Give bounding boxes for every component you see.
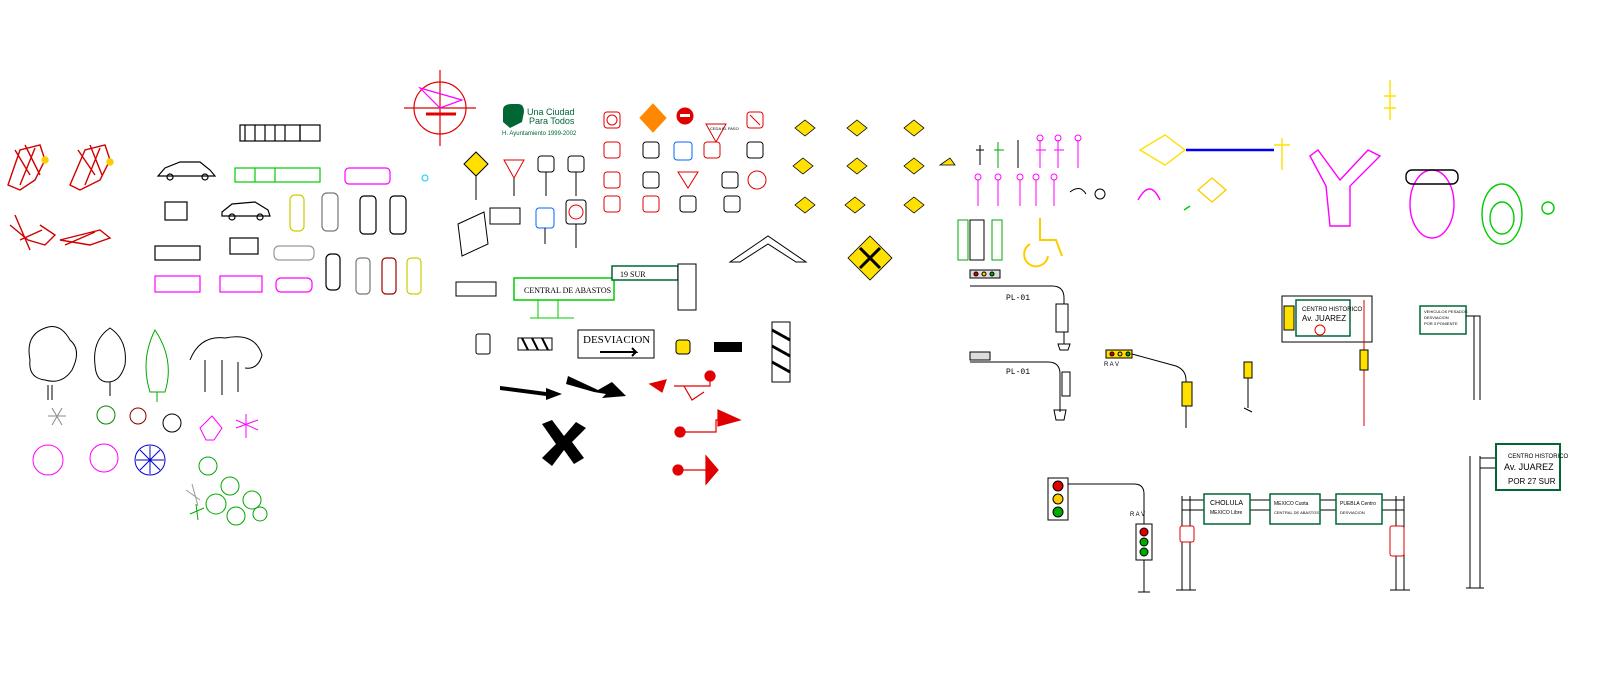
- bicycle-sketches: [7, 144, 114, 251]
- heavy-line1: VEHICULOS PESADOS: [1424, 309, 1468, 314]
- small-cyan-symbol: [421, 174, 429, 182]
- centro-historico-sign-right: CENTRO HISTORICO Av. JUAREZ POR 27 SUR: [1466, 443, 1569, 589]
- logo-line1: Una Ciudad: [527, 107, 575, 117]
- overhead-panel2-line1: MEXICO Cuota: [1274, 501, 1309, 507]
- traffic-pole-pedestrian: [1243, 361, 1253, 413]
- overhead-panel3-line2: DESVIACION: [1340, 510, 1365, 515]
- ceda-paso-label: CEDA EL PASO: [710, 126, 739, 131]
- fixture-symbols: [1137, 80, 1555, 245]
- city-logo: Una Ciudad Para Todos H. Ayuntamiento 19…: [502, 104, 577, 137]
- heavy-vehicle-sign: VEHICULOS PESADOS DESVIACION POR 3 PONIE…: [1419, 305, 1481, 400]
- overhead-gantry: [1176, 493, 1410, 591]
- logo-line2: Para Todos: [529, 116, 575, 126]
- overhead-panel1-line1: CHOLULA: [1210, 500, 1243, 507]
- pl01-a-label: PL-01: [1006, 294, 1030, 303]
- rav-small-label: R A V: [1104, 362, 1119, 368]
- centro-historico-sign-mid: CENTRO HISTORICO Av. JUAREZ: [1281, 295, 1373, 426]
- chevron-arrow-icon: [728, 235, 808, 263]
- desviacion-label: DESVIACION: [583, 334, 650, 346]
- right-sign-line1: CENTRO HISTORICO: [1508, 454, 1569, 460]
- right-sign-line3: POR 27 SUR: [1508, 477, 1556, 486]
- overhead-panel1-line2: MEXICO Libre: [1210, 510, 1242, 516]
- warning-signs: [792, 119, 956, 281]
- heavy-line2: DESVIACION: [1424, 315, 1449, 320]
- parking-meter: [969, 219, 985, 261]
- right-sign-line2: Av. JUAREZ: [1504, 462, 1554, 472]
- mid-sign-line2: Av. JUAREZ: [1302, 314, 1346, 323]
- green-small-sign: [957, 219, 1003, 261]
- pl01-b-label: PL-01: [1006, 368, 1030, 377]
- vehicle-blocks: [154, 124, 422, 295]
- regulatory-signs: CEDA EL PASO: [603, 103, 767, 213]
- directional-signs: CENTRAL DE ABASTOS 19 SUR DESVIACION: [455, 151, 791, 383]
- people-figures: [974, 134, 1106, 206]
- traffic-pole-rav-tall: [1047, 477, 1153, 593]
- overhead-panel3-line1: PUEBLA Centro: [1340, 501, 1376, 507]
- central-abastos-label: CENTRAL DE ABASTOS: [524, 286, 611, 295]
- traffic-pole-pl01-a: [969, 269, 1071, 351]
- logo-line3: H. Ayuntamiento 1999-2002: [502, 131, 577, 137]
- red-route-arrows: [648, 370, 742, 486]
- tree-blocks: [28, 326, 268, 526]
- mid-sign-line1: CENTRO HISTORICO: [1302, 307, 1363, 313]
- overhead-panel2-line2: CENTRAL DE ABASTOS: [1274, 510, 1319, 515]
- traffic-pole-rav-small: [1105, 349, 1193, 428]
- rav-tall-label: R A V: [1130, 512, 1145, 518]
- pavement-arrows: [500, 376, 626, 466]
- north-arrow: [404, 70, 476, 146]
- sur-19-label: 19 SUR: [620, 270, 646, 279]
- wheelchair-icon: [1023, 218, 1063, 268]
- traffic-pole-pl01-b: [969, 351, 1071, 421]
- heavy-line3: POR 3 PONIENTE: [1424, 321, 1458, 326]
